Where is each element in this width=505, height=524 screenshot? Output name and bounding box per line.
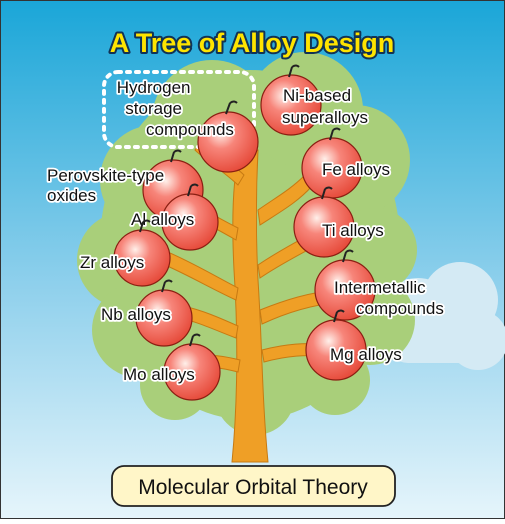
label-line: Zr alloys <box>80 253 144 272</box>
svg-text:Nb alloys: Nb alloys <box>101 305 171 324</box>
base-label: Molecular Orbital Theory <box>138 476 368 499</box>
label-line: Ni-based <box>283 86 351 105</box>
label-line: Fe alloys <box>322 160 390 179</box>
label-line: oxides <box>47 186 96 205</box>
label-line: Mg alloys <box>330 345 402 364</box>
svg-text:Mo alloys: Mo alloys <box>123 365 195 384</box>
label-line: Intermetallic <box>334 278 426 297</box>
svg-text:Mg alloys: Mg alloys <box>330 345 402 364</box>
svg-text:Al alloys: Al alloys <box>131 210 194 229</box>
label-line: superalloys <box>282 108 368 127</box>
label-line: compounds <box>146 120 234 139</box>
label-line: Mo alloys <box>123 365 195 384</box>
label-line: Al alloys <box>131 210 194 229</box>
label-line: Ti alloys <box>322 221 384 240</box>
page-title: A Tree of Alloy Design <box>110 28 395 58</box>
label-line: Hydrogen <box>117 78 191 97</box>
label-line: compounds <box>356 299 444 318</box>
label-line: storage <box>125 99 182 118</box>
svg-text:Zr alloys: Zr alloys <box>80 253 144 272</box>
label-line: Nb alloys <box>101 305 171 324</box>
label-line: Perovskite-type <box>47 166 164 185</box>
svg-text:Fe alloys: Fe alloys <box>322 160 390 179</box>
svg-text:Ti alloys: Ti alloys <box>322 221 384 240</box>
